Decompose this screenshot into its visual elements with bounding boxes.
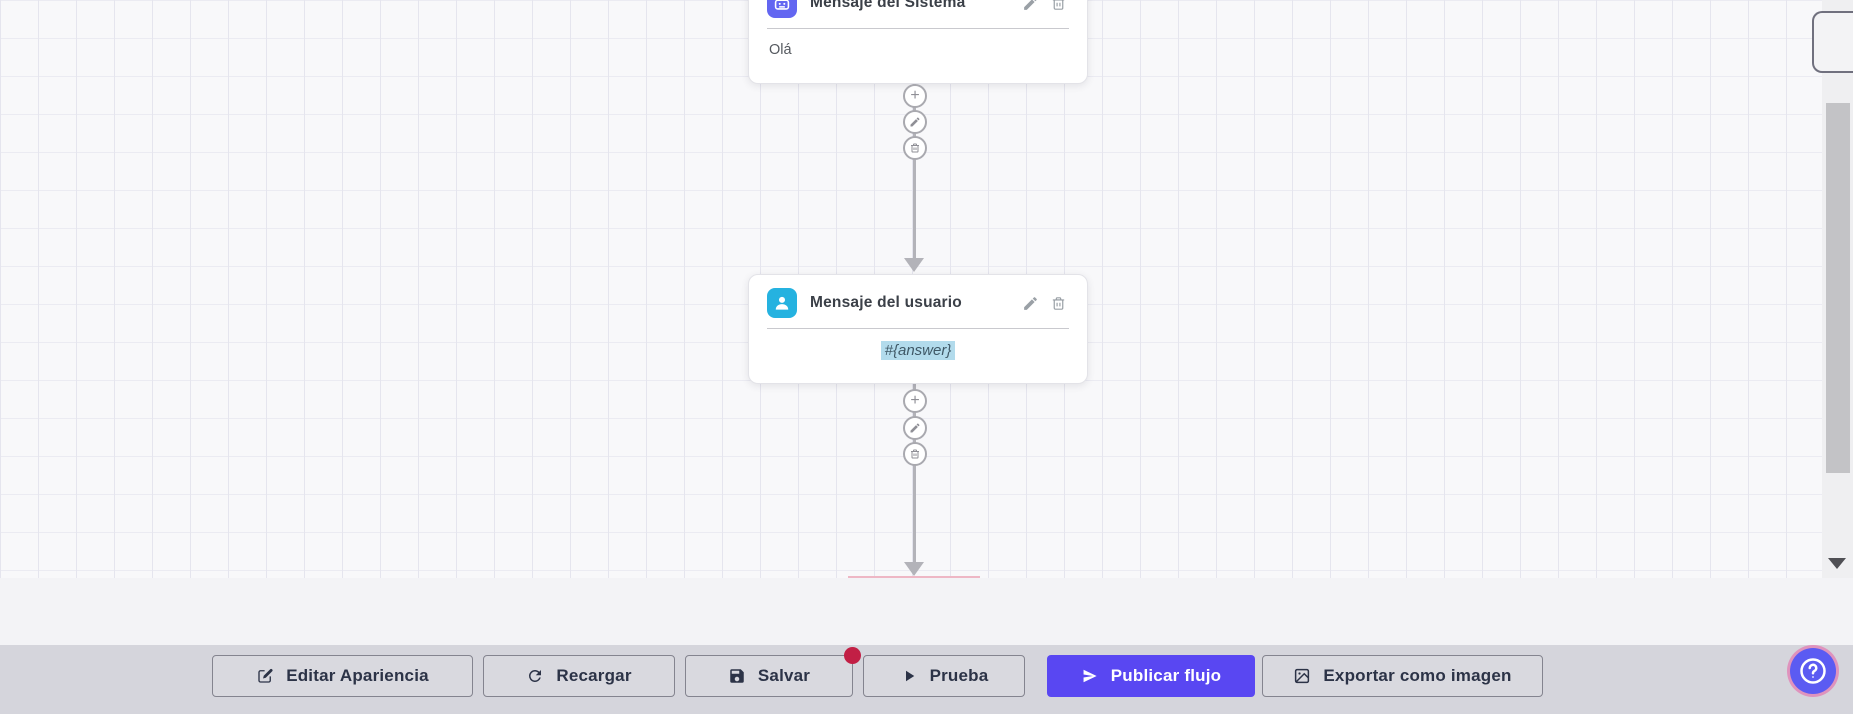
edit-node-icon[interactable] [1022, 0, 1039, 12]
question-mark-icon [1800, 658, 1826, 684]
node-header: Mensaje del usuario [749, 275, 1087, 318]
user-icon [767, 288, 797, 318]
connector-line [913, 384, 916, 562]
edit-appearance-button[interactable]: Editar Apariencia [212, 655, 473, 697]
edit-node-icon[interactable] [1022, 295, 1039, 312]
scrollbar-down-arrow-icon[interactable] [1828, 558, 1846, 569]
delete-connector-button[interactable] [903, 136, 927, 160]
node-header: Mensaje del Sistema [749, 0, 1087, 18]
connector-arrowhead-icon [904, 258, 924, 272]
edit-connector-button[interactable] [903, 110, 927, 134]
button-label: Prueba [929, 666, 989, 685]
vertical-scrollbar[interactable] [1822, 0, 1853, 578]
node-message-text: #{answer} [749, 329, 1087, 360]
publish-icon [1083, 669, 1097, 683]
help-button[interactable] [1790, 648, 1836, 694]
connector-line [913, 84, 916, 260]
unsaved-changes-badge [844, 647, 861, 664]
button-label: Exportar como imagen [1323, 666, 1512, 685]
edit-appearance-icon [258, 668, 273, 683]
button-label: Salvar [757, 666, 811, 685]
node-system-message[interactable]: Mensaje del Sistema Olá [748, 0, 1088, 84]
add-node-button[interactable]: + [903, 84, 927, 108]
save-icon [730, 669, 744, 683]
connector-arrowhead-icon [904, 562, 924, 576]
variable-chip: #{answer} [880, 341, 956, 360]
cutoff-side-panel [1812, 11, 1853, 73]
button-label: Editar Apariencia [286, 666, 429, 685]
export-image-button[interactable]: Exportar como imagen [1262, 655, 1543, 697]
robot-icon [767, 0, 797, 18]
node-user-message[interactable]: Mensaje del usuario #{answer} [748, 274, 1088, 384]
publish-flow-button[interactable]: Publicar flujo [1047, 655, 1255, 697]
delete-node-icon[interactable] [1050, 0, 1067, 12]
node-divider [767, 328, 1069, 329]
add-node-button[interactable]: + [903, 389, 927, 413]
next-node-top-edge [848, 576, 980, 578]
node-title: Mensaje del Sistema [810, 0, 966, 11]
reload-icon [529, 670, 542, 682]
lower-band [0, 578, 1853, 645]
bottom-toolbar: Editar Apariencia Recargar Salvar Prueba… [0, 645, 1853, 714]
test-button[interactable]: Prueba [863, 655, 1025, 697]
flow-canvas[interactable]: Mensaje del Sistema Olá + [0, 0, 1853, 578]
delete-node-icon[interactable] [1050, 295, 1067, 312]
reload-button[interactable]: Recargar [483, 655, 675, 697]
node-title: Mensaje del usuario [810, 294, 962, 311]
save-button[interactable]: Salvar [685, 655, 853, 697]
export-image-icon [1295, 668, 1310, 684]
play-icon [905, 670, 914, 682]
delete-connector-button[interactable] [903, 442, 927, 466]
button-label: Recargar [556, 666, 632, 685]
node-divider [767, 28, 1069, 29]
button-label: Publicar flujo [1110, 666, 1222, 685]
edit-connector-button[interactable] [903, 416, 927, 440]
scrollbar-thumb[interactable] [1826, 103, 1850, 473]
node-message-text: Olá [769, 42, 792, 58]
